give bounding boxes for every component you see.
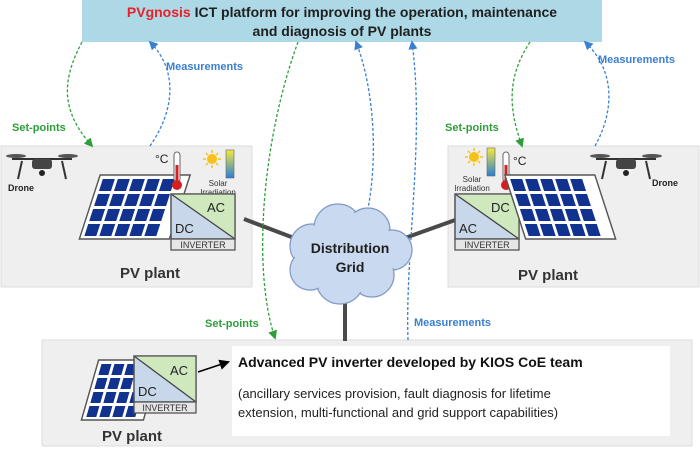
left-plant-label: PV plant: [120, 265, 180, 282]
left-drone-icon: [6, 154, 78, 180]
bottom-inverter-name: INVERTER: [142, 403, 188, 413]
right-sun-icon: [465, 148, 483, 166]
grid-measurements-arrow: [354, 40, 375, 231]
right-inverter-ac: AC: [459, 221, 477, 236]
description-box: [232, 346, 670, 436]
header-box: [82, 0, 602, 42]
right-irradiance-bar: [486, 147, 496, 177]
left-inverter-ac: AC: [207, 200, 225, 215]
grid-link-right: [404, 217, 459, 240]
left-setpoints-arrow: [66, 41, 94, 148]
left-measurements-label: Measurements: [166, 61, 243, 73]
left-thermometer-icon: °C: [155, 151, 182, 190]
grid-link-left: [243, 217, 295, 240]
left-sun-icon: [203, 150, 221, 168]
right-irradiance-label-2: Irradiation: [454, 184, 490, 193]
inverter-to-description-arrow: [197, 359, 230, 373]
right-drone-icon: [590, 154, 662, 180]
bottom-measurements-arrow: [407, 40, 418, 341]
left-irradiance-label-1: Solar: [209, 179, 228, 188]
right-plant-label: PV plant: [518, 267, 578, 284]
description-line2: extension, multi-functional and grid sup…: [238, 405, 558, 420]
left-solar-panel-icon: [78, 174, 192, 240]
description-line1: (ancillary services provision, fault dia…: [238, 386, 551, 401]
right-setpoints-label: Set-points: [445, 122, 499, 134]
header-brand: PVgnosis: [127, 4, 191, 20]
right-solar-panel-icon: [503, 174, 617, 240]
distribution-grid-cloud: Distribution Grid: [289, 203, 413, 305]
grid-label-line1: Distribution: [311, 240, 390, 256]
right-inverter-name: INVERTER: [464, 240, 510, 250]
bottom-setpoints-arrow: [262, 41, 299, 340]
header-title-rest: ICT platform for improving the operation…: [191, 4, 558, 20]
right-irradiance-label-1: Solar: [463, 175, 482, 184]
left-irradiance-bar: [225, 149, 235, 179]
right-setpoints-arrow: [511, 41, 531, 148]
bottom-inverter-icon: AC DC INVERTER: [133, 355, 197, 414]
description-headline: Advanced PV inverter developed by KIOS C…: [238, 354, 583, 370]
grid-label-line2: Grid: [336, 259, 365, 275]
right-measurements-arrow: [583, 40, 610, 147]
left-measurements-arrow: [148, 40, 171, 147]
right-inverter-dc: DC: [491, 200, 510, 215]
left-inverter-dc: DC: [175, 221, 194, 236]
right-inverter-icon: DC AC INVERTER: [454, 193, 520, 251]
bottom-measurements-label: Measurements: [414, 317, 491, 329]
left-inverter-icon: AC DC INVERTER: [170, 193, 236, 251]
left-temperature-unit: °C: [155, 152, 169, 166]
header-title: PVgnosis ICT platform for improving the …: [127, 4, 557, 20]
right-drone-label: Drone: [652, 178, 678, 188]
bottom-plant-label: PV plant: [102, 428, 162, 445]
left-inverter-name: INVERTER: [180, 240, 226, 250]
right-temperature-unit: °C: [513, 154, 527, 168]
header-title-line2: and diagnosis of PV plants: [253, 23, 432, 39]
bottom-inverter-dc: DC: [138, 384, 157, 399]
right-measurements-label: Measurements: [598, 54, 675, 66]
left-irradiance-label-2: Irradiation: [200, 188, 236, 197]
bottom-setpoints-label: Set-points: [205, 318, 259, 330]
left-drone-label: Drone: [8, 183, 34, 193]
left-setpoints-label: Set-points: [12, 122, 66, 134]
bottom-inverter-ac: AC: [170, 363, 188, 378]
